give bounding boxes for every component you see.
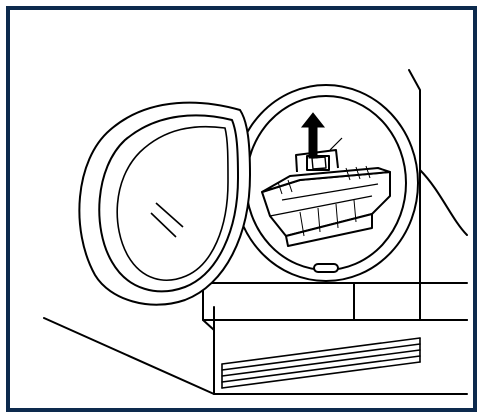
filter-box-icon xyxy=(261,149,391,247)
up-arrow-icon xyxy=(300,112,326,159)
dryer-body xyxy=(43,69,468,395)
guide-line xyxy=(329,137,343,151)
vent-grille xyxy=(221,337,421,389)
open-door-icon xyxy=(78,101,251,306)
